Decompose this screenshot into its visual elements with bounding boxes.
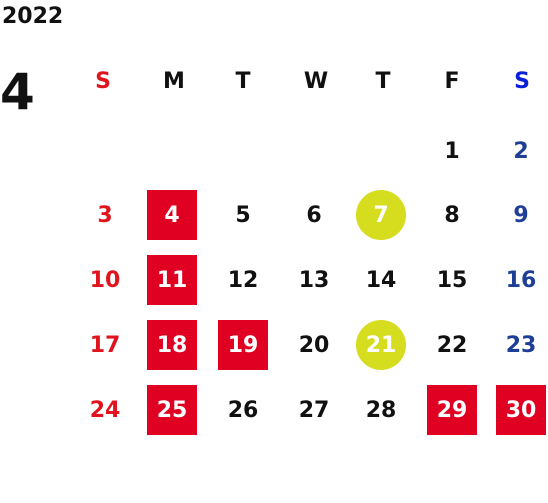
calendar-day: 4 [147,190,197,240]
calendar-day: 19 [218,320,268,370]
weekday-sunday: S [95,68,111,94]
calendar-day: 22 [436,332,468,358]
calendar-day: 6 [306,202,322,228]
weekday-saturday: S [514,68,530,94]
month-label: 4 [0,63,35,121]
calendar-day: 30 [496,385,546,435]
calendar-day: 24 [89,397,121,423]
weekday-monday: M [163,68,185,94]
calendar-day: 27 [298,397,330,423]
calendar-day: 26 [227,397,259,423]
calendar-day: 21 [356,320,406,370]
calendar-day: 18 [147,320,197,370]
calendar-day: 1 [444,138,460,164]
calendar-day: 8 [444,202,460,228]
calendar-day: 20 [298,332,330,358]
calendar-day: 17 [89,332,121,358]
weekday-thursday: T [375,68,391,94]
calendar-day: 5 [235,202,251,228]
calendar-day: 23 [505,332,537,358]
calendar-day: 2 [513,138,529,164]
calendar-day: 11 [147,255,197,305]
calendar-day: 15 [436,267,468,293]
calendar-day: 7 [356,190,406,240]
calendar-day: 29 [427,385,477,435]
weekday-wednesday: W [303,68,329,94]
year-label: 2022 [2,4,64,29]
calendar-day: 14 [365,267,397,293]
calendar-day: 28 [365,397,397,423]
weekday-friday: F [444,68,460,94]
calendar-day: 12 [227,267,259,293]
weekday-tuesday: T [235,68,251,94]
calendar-day: 3 [97,202,113,228]
calendar-day: 16 [505,267,537,293]
calendar-day: 9 [513,202,529,228]
calendar-day: 10 [89,267,121,293]
calendar-day: 13 [298,267,330,293]
calendar-day: 25 [147,385,197,435]
